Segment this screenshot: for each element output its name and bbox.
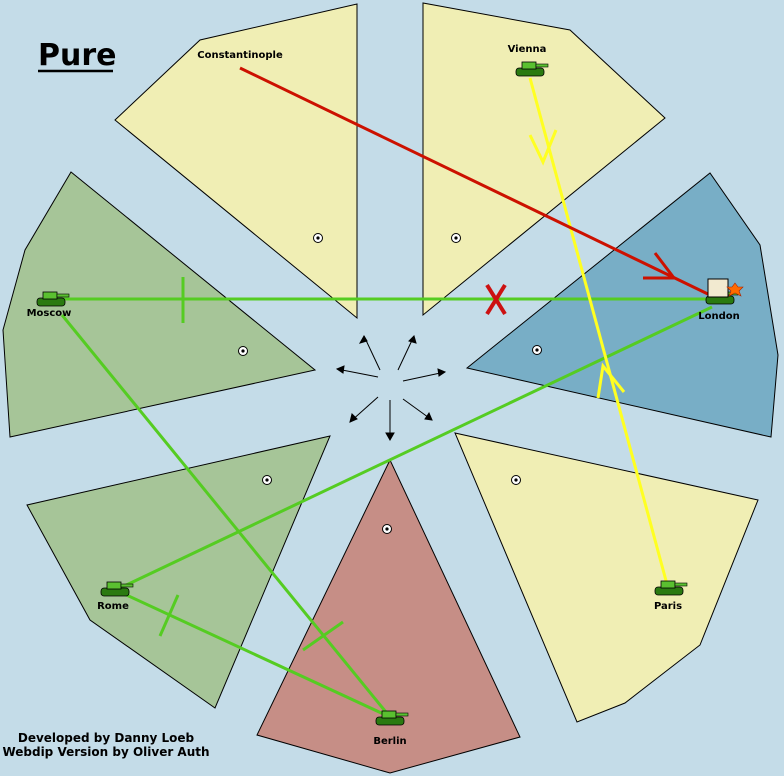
territory-london[interactable]: [465, 172, 779, 438]
label-london: London: [698, 311, 740, 322]
arrow-head-vienna: [528, 129, 558, 166]
label-rome: Rome: [97, 601, 129, 612]
unit-berlin-tank-icon[interactable]: [375, 710, 409, 726]
dislodged-unit-marker-icon: [707, 278, 744, 298]
arrow-head-paris: [596, 362, 626, 399]
center-arrows-icon: [335, 335, 447, 442]
unit-moscow-tank-icon[interactable]: [36, 291, 70, 307]
territory-paris[interactable]: [454, 432, 759, 723]
arrow-head-london: [643, 252, 678, 280]
order-move-vienna-paris: [528, 77, 670, 589]
supply-center-icon: [313, 233, 323, 243]
support-tick-rome: [158, 594, 180, 637]
credit-line-2: Webdip Version by Oliver Auth: [2, 745, 209, 759]
failed-order-x-icon: [485, 283, 507, 316]
unit-paris-tank-icon[interactable]: [654, 580, 688, 596]
order-support-rome-london: [119, 305, 713, 590]
unit-vienna-tank-icon[interactable]: [515, 61, 549, 77]
supply-center-icon: [262, 475, 272, 485]
order-move-constantinople-london: [239, 66, 713, 298]
support-tick-berlin: [302, 620, 344, 652]
territory-berlin[interactable]: [256, 458, 521, 774]
order-support-berlin-moscow: [60, 314, 392, 718]
label-constantinople: Constantinople: [197, 50, 283, 61]
territory-moscow[interactable]: [2, 171, 317, 438]
label-vienna: Vienna: [508, 44, 547, 55]
territory-rome[interactable]: [26, 435, 331, 709]
order-lines: [56, 66, 718, 719]
map-title: Pure: [38, 38, 117, 73]
supply-center-icon: [382, 524, 392, 534]
territory-constantinople[interactable]: [114, 3, 358, 320]
label-moscow: Moscow: [27, 308, 72, 319]
unit-rome-tank-icon[interactable]: [100, 581, 134, 597]
label-berlin: Berlin: [373, 736, 406, 747]
supply-center-icon: [532, 345, 542, 355]
order-support-berlin-rome: [119, 590, 391, 719]
label-paris: Paris: [654, 601, 682, 612]
credit-line-1: Developed by Danny Loeb: [18, 731, 195, 745]
supply-center-icon: [451, 233, 461, 243]
supply-center-icon: [238, 346, 248, 356]
supply-center-icon: [511, 475, 521, 485]
